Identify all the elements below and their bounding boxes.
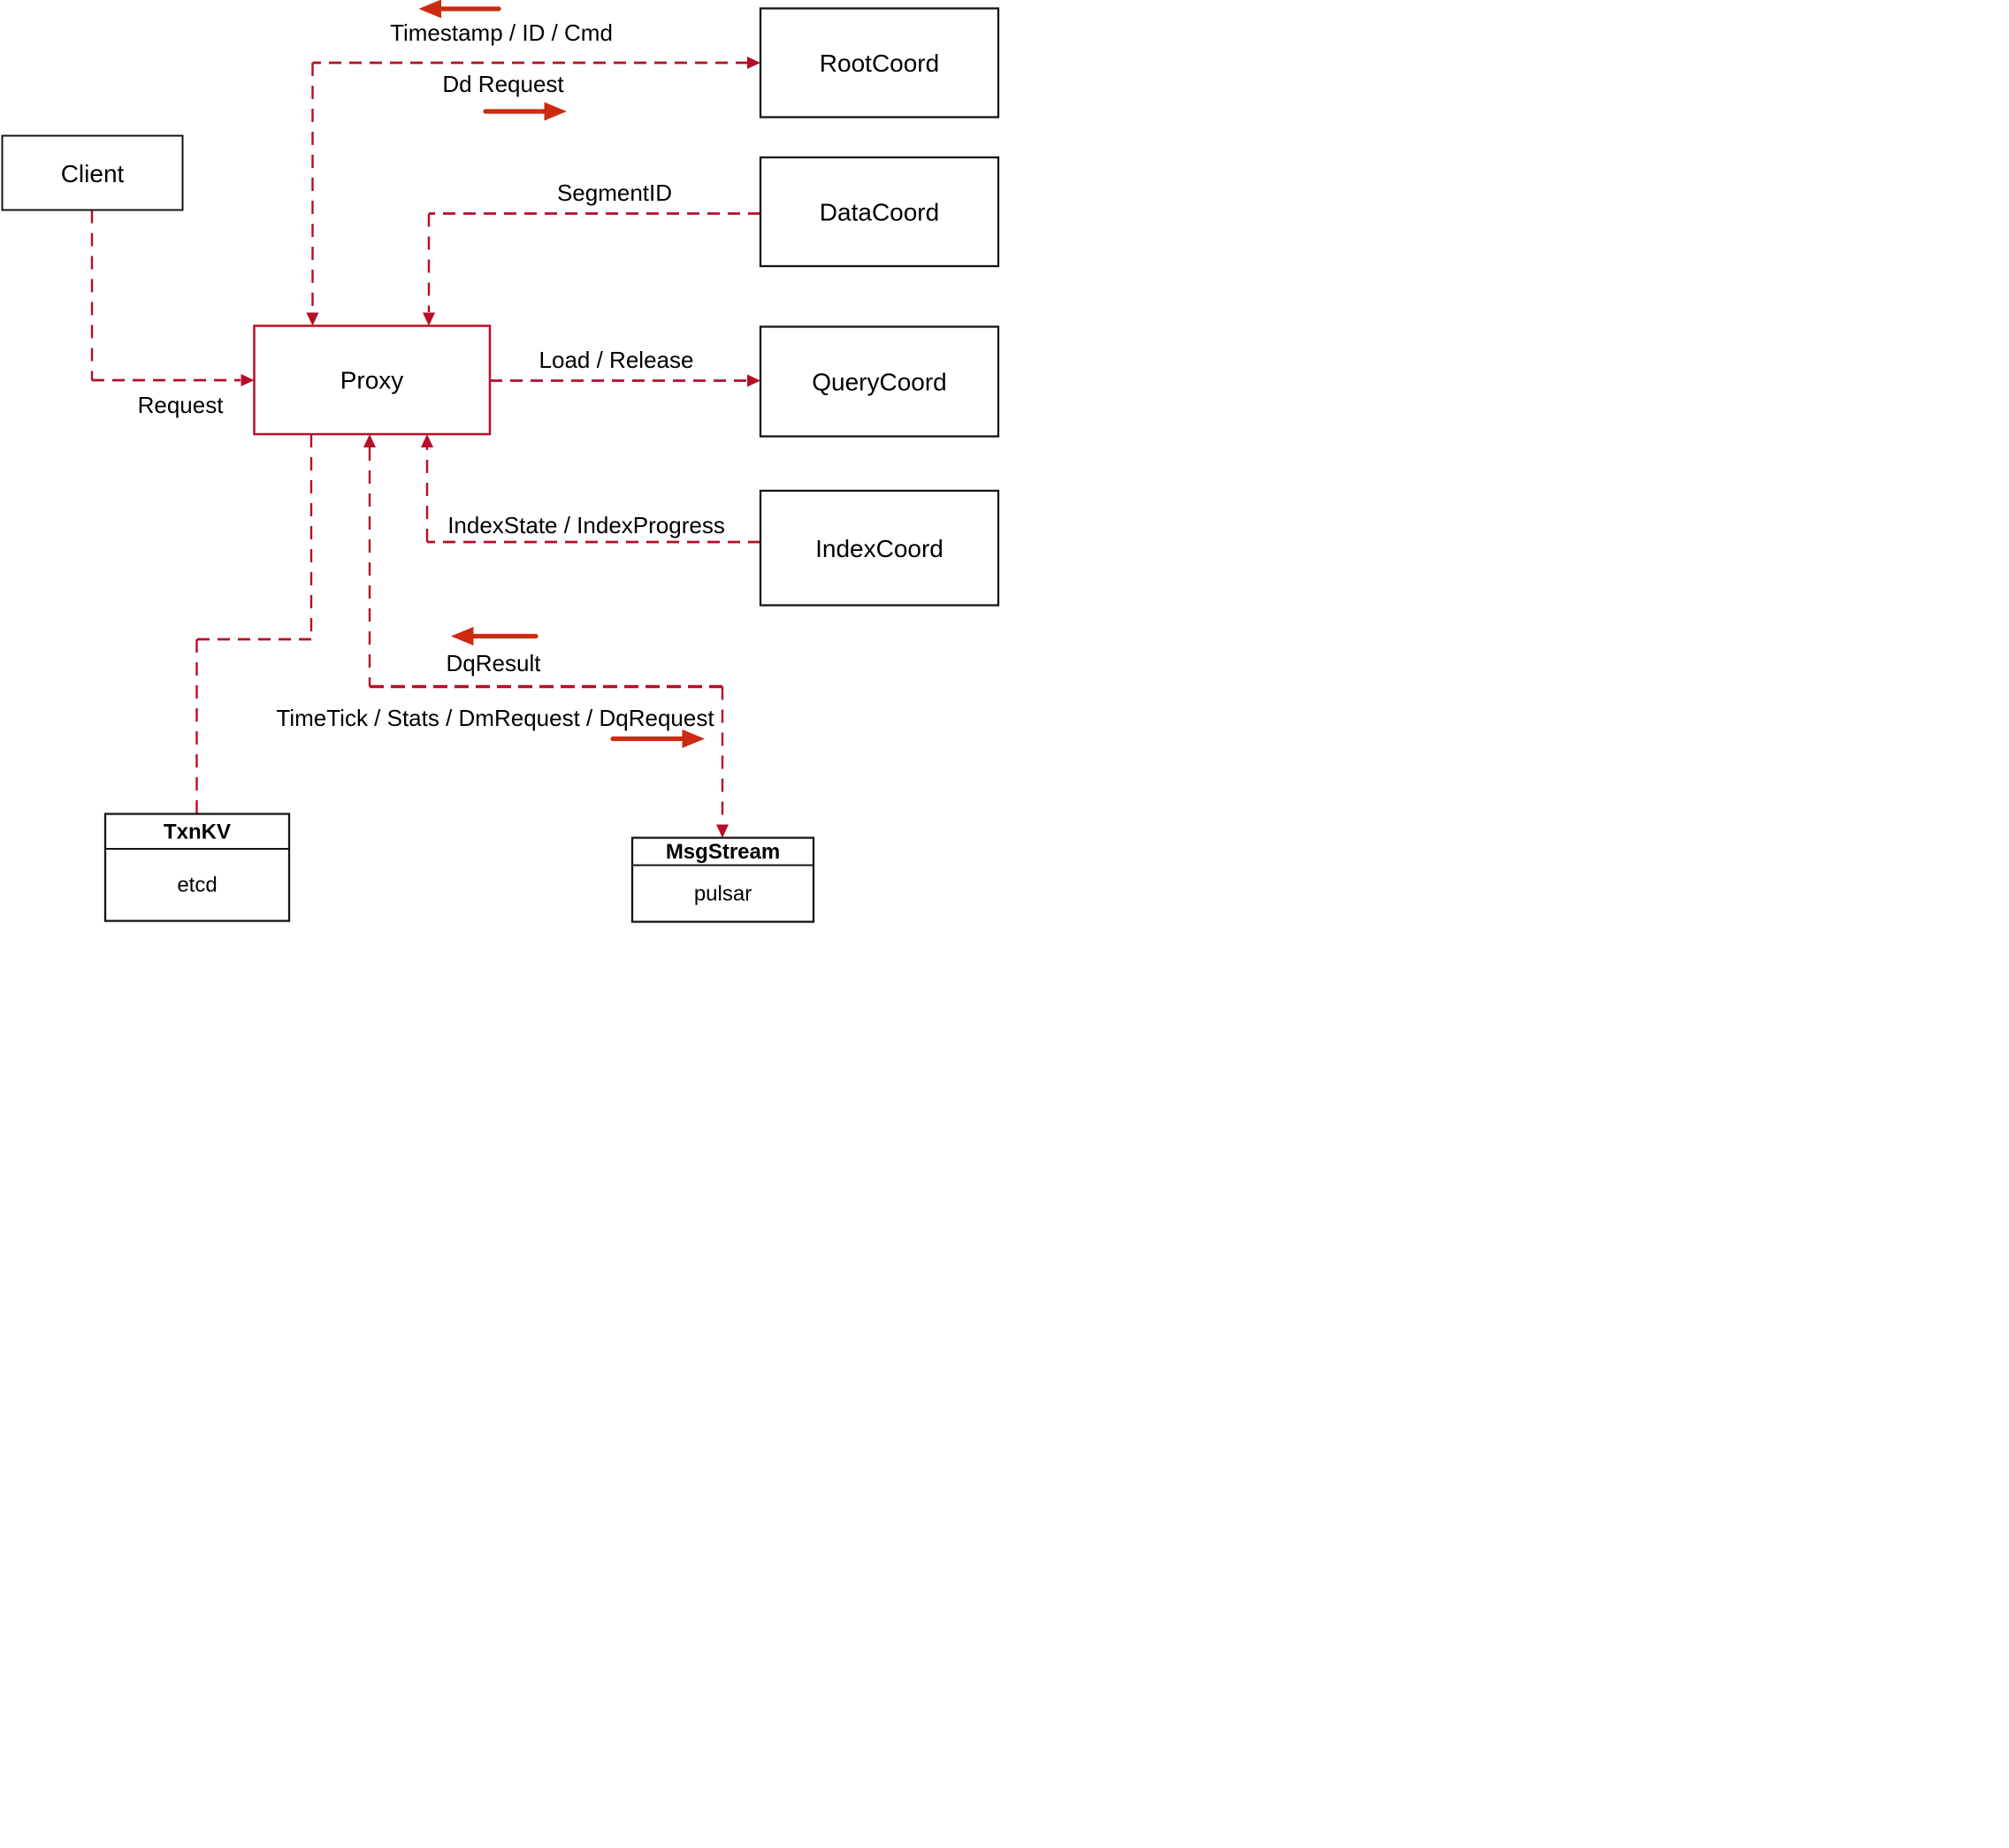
indexcoord-box xyxy=(759,489,1000,607)
node-querycoord: QueryCoord xyxy=(759,325,1000,438)
edge-indexcoord-proxy xyxy=(421,434,760,544)
edge-label-timetick: TimeTick / Stats / DmRequest / DqRequest xyxy=(276,705,714,731)
edge-label-index-state: IndexState / IndexProgress xyxy=(447,512,725,538)
arrowhead-into-proxy-left-icon xyxy=(241,374,255,386)
timetick-right-arrow-icon xyxy=(682,729,705,748)
txnkv-impl-label: etcd xyxy=(177,874,217,897)
edge-proxy-rootcoord xyxy=(306,57,760,326)
txnkv-title: TxnKV xyxy=(164,821,231,844)
txnkv-box xyxy=(103,813,291,922)
edge-label-load-release: Load / Release xyxy=(539,347,694,373)
client-box xyxy=(1,134,184,211)
msgstream-title: MsgStream xyxy=(666,840,780,864)
edge-client-proxy xyxy=(90,210,255,386)
timestamp-direction-arrows xyxy=(418,0,567,121)
edge-label-dd-request: Dd Request xyxy=(442,71,564,97)
proxy-label: Proxy xyxy=(340,367,404,394)
edge-datacoord-proxy xyxy=(423,212,760,326)
node-datacoord: DataCoord xyxy=(759,156,1000,268)
arrowhead-into-msgstream-icon xyxy=(716,824,729,838)
dqresult-left-arrow-icon xyxy=(451,627,474,645)
node-client: Client xyxy=(1,134,184,211)
arrowhead-into-proxy-top-right-icon xyxy=(423,312,435,326)
datacoord-label: DataCoord xyxy=(820,199,939,226)
edge-proxy-msgstream xyxy=(363,434,729,838)
msgstream-direction-arrows xyxy=(451,627,705,748)
arrowhead-into-querycoord-icon xyxy=(747,374,760,387)
rootcoord-label: RootCoord xyxy=(820,50,939,77)
node-proxy: Proxy xyxy=(253,325,492,436)
querycoord-label: QueryCoord xyxy=(812,369,947,396)
msgstream-box xyxy=(630,836,815,923)
indexcoord-label: IndexCoord xyxy=(815,535,943,562)
datacoord-box xyxy=(759,156,1000,268)
node-msgstream: MsgStream pulsar xyxy=(630,836,815,923)
client-label: Client xyxy=(61,160,125,187)
rootcoord-box xyxy=(759,7,1000,118)
left-direction-arrow-icon xyxy=(418,0,441,19)
edge-label-timestamp-id-cmd: Timestamp / ID / Cmd xyxy=(390,19,613,46)
edge-label-request: Request xyxy=(138,392,225,418)
arrowhead-into-rootcoord-icon xyxy=(747,57,760,69)
arrowhead-into-proxy-bottom-right-icon xyxy=(421,434,433,447)
arrowhead-into-proxy-top-left-icon xyxy=(306,312,319,326)
node-indexcoord: IndexCoord xyxy=(759,489,1000,607)
architecture-diagram: Timestamp / ID / Cmd Dd Request SegmentI… xyxy=(0,0,1004,924)
edge-label-segment-id: SegmentID xyxy=(557,179,672,206)
right-direction-arrow-icon xyxy=(544,102,567,121)
diagram-canvas: Timestamp / ID / Cmd Dd Request SegmentI… xyxy=(1,0,1000,923)
querycoord-box xyxy=(759,325,1000,438)
arrowhead-into-proxy-bottom-left-icon xyxy=(363,434,376,447)
edge-proxy-querycoord xyxy=(490,374,760,387)
node-rootcoord: RootCoord xyxy=(759,7,1000,118)
node-txnkv: TxnKV etcd xyxy=(103,813,291,922)
edge-proxy-txnkv xyxy=(195,434,313,814)
msgstream-impl-label: pulsar xyxy=(694,882,752,906)
edge-label-dq-result: DqResult xyxy=(447,650,542,676)
proxy-box xyxy=(253,325,492,436)
